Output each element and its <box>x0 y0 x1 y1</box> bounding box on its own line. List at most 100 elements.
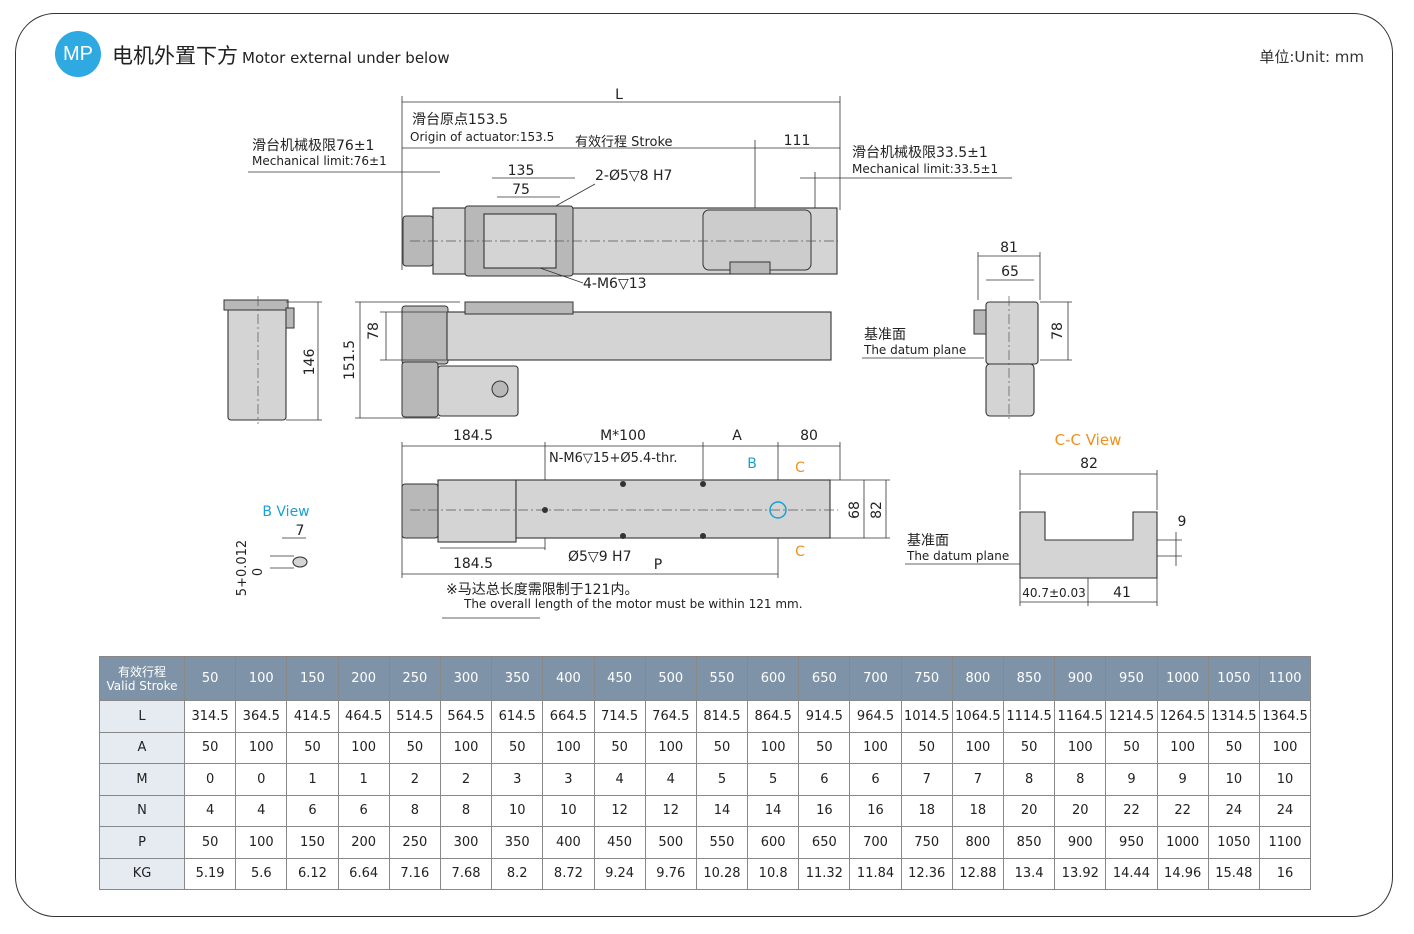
stroke-header-cell: 400 <box>542 656 595 701</box>
table-cell: 20 <box>1054 794 1107 827</box>
table-cell: 12 <box>593 794 646 827</box>
dim-111: 111 <box>784 133 811 149</box>
table-cell: 11.84 <box>849 857 902 890</box>
mech-right-cn: 滑台机械极限33.5±1 <box>852 144 988 161</box>
table-cell: 100 <box>951 731 1005 764</box>
mech-left-en: Mechanical limit:76±1 <box>252 154 387 168</box>
table-cell: 6 <box>849 763 902 796</box>
header-label-en: Valid Stroke <box>106 678 178 693</box>
table-cell: 11.32 <box>798 857 851 890</box>
table-cell: 8 <box>1054 763 1107 796</box>
table-cell: 950 <box>1105 826 1158 859</box>
stroke-header-cell: 650 <box>798 656 851 701</box>
table-cell: 12 <box>644 794 697 827</box>
hole-5: Ø5▽9 H7 <box>568 549 632 565</box>
table-cell: 24 <box>1207 794 1260 827</box>
table-cell: 6 <box>286 794 339 827</box>
stroke-header-cell: 450 <box>593 656 646 701</box>
table-cell: 9 <box>1105 763 1158 796</box>
table-cell: 6 <box>337 794 390 827</box>
mech-left-cn: 滑台机械极限76±1 <box>252 137 374 154</box>
table-cell: 864.5 <box>747 700 800 733</box>
table-cell: 100 <box>439 731 493 764</box>
table-cell: 714.5 <box>593 700 646 733</box>
technical-drawing: L 滑台原点153.5 Origin of actuator:153.5 有效行… <box>223 87 1187 619</box>
table-cell: 450 <box>593 826 646 859</box>
dim-78r: 78 <box>1050 322 1066 340</box>
hole-2: 2-Ø5▽8 H7 <box>595 168 672 184</box>
title-en: Motor external under below <box>242 49 450 67</box>
stroke-header-cell: 250 <box>388 656 441 701</box>
table-cell: 10.28 <box>695 857 749 890</box>
stroke-header-cell: 1000 <box>1156 656 1209 701</box>
stroke-header-cell: 350 <box>491 656 544 701</box>
stroke-header-cell: 850 <box>1002 656 1056 701</box>
table-cell: 100 <box>644 731 697 764</box>
table-cell: 1314.5 <box>1207 700 1260 733</box>
table-cell: 700 <box>849 826 902 859</box>
table-cell: 1364.5 <box>1258 700 1312 733</box>
stroke-header-cell: 200 <box>337 656 390 701</box>
table-cell: 100 <box>542 731 595 764</box>
mp-badge: MP <box>55 31 101 77</box>
dim-82v: 82 <box>869 501 885 519</box>
dim-407: 40.7±0.03 <box>1022 586 1086 600</box>
hole-4: 4-M6▽13 <box>583 276 647 292</box>
header-label-cn: 有效行程 <box>117 664 166 679</box>
stroke-header-cell: 550 <box>695 656 749 701</box>
stroke-header-cell: 1100 <box>1258 656 1312 701</box>
row-label: L <box>99 700 185 733</box>
table-cell: 900 <box>1054 826 1107 859</box>
n-hole: N-M6▽15+Ø5.4-thr. <box>549 451 678 466</box>
table-cell: 1064.5 <box>951 700 1005 733</box>
b-marker: B <box>747 456 757 472</box>
table-cell: 764.5 <box>644 700 697 733</box>
table-cell: 50 <box>286 731 339 764</box>
table-cell: 1114.5 <box>1002 700 1056 733</box>
table-cell: 600 <box>747 826 800 859</box>
table-cell: 10 <box>1258 763 1312 796</box>
row-label: A <box>99 731 185 764</box>
table-cell: 16 <box>849 794 902 827</box>
stroke-header-cell: 1050 <box>1207 656 1260 701</box>
table-cell: 6.64 <box>337 857 390 890</box>
table-cell: 8 <box>439 794 493 827</box>
table-cell: 7.16 <box>388 857 441 890</box>
cc-view-label: C-C View <box>1055 431 1122 449</box>
table-cell: 800 <box>951 826 1005 859</box>
stroke-header-cell: 100 <box>235 656 288 701</box>
table-cell: 4 <box>183 794 237 827</box>
table-cell: 2 <box>388 763 441 796</box>
table-cell: 514.5 <box>388 700 441 733</box>
table-cell: 0 <box>183 763 237 796</box>
table-cell: 314.5 <box>183 700 237 733</box>
table-cell: 7.68 <box>439 857 493 890</box>
dim-65: 65 <box>1001 264 1019 280</box>
stroke-header-cell: 150 <box>286 656 339 701</box>
table-cell: 50 <box>593 731 646 764</box>
mech-right-en: Mechanical limit:33.5±1 <box>852 162 998 176</box>
table-cell: 10 <box>542 794 595 827</box>
dim-9: 9 <box>1178 514 1187 530</box>
dim-184a: 184.5 <box>453 428 493 444</box>
table-cell: 464.5 <box>337 700 390 733</box>
table-cell: 9 <box>1156 763 1209 796</box>
table-cell: 14 <box>695 794 749 827</box>
row-label: N <box>99 794 185 827</box>
table-cell: 14 <box>747 794 800 827</box>
table-cell: 1014.5 <box>900 700 953 733</box>
table-cell: 24 <box>1258 794 1312 827</box>
table-cell: 500 <box>644 826 697 859</box>
table-cell: 100 <box>235 731 288 764</box>
table-cell: 16 <box>1258 857 1312 890</box>
stroke-header-cell: 600 <box>747 656 800 701</box>
table-cell: 8.72 <box>542 857 595 890</box>
dim-m100: M*100 <box>600 428 646 444</box>
table-cell: 1164.5 <box>1054 700 1107 733</box>
dim-75: 75 <box>512 182 530 198</box>
stroke-label: 有效行程 Stroke <box>575 135 673 150</box>
table-cell: 914.5 <box>798 700 851 733</box>
table-cell: 750 <box>900 826 953 859</box>
table-cell: 18 <box>951 794 1005 827</box>
